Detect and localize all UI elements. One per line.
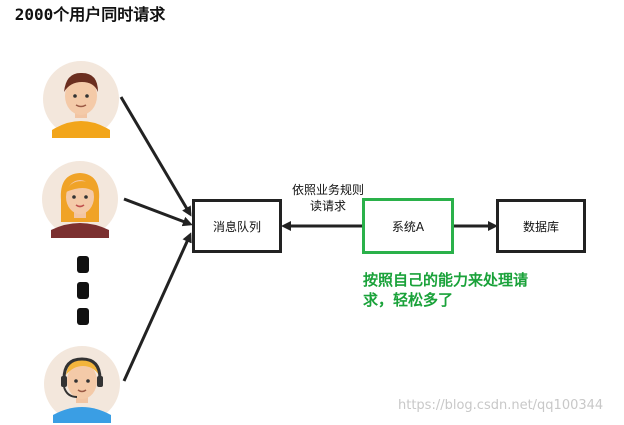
watermark: https://blog.csdn.net/qq100344 bbox=[398, 398, 604, 413]
headset-user-avatar-icon bbox=[44, 346, 120, 423]
user2-to-queue-arrow bbox=[123, 197, 193, 227]
read-request-label: 依照业务规则读请求 bbox=[291, 183, 364, 213]
vertical-dots-icon bbox=[77, 282, 89, 299]
database-node: 数据库 bbox=[496, 199, 586, 253]
diagram-title: 2000个用户同时请求 bbox=[14, 5, 166, 24]
message-queue-node: 消息队列 bbox=[192, 199, 282, 253]
female-user-avatar-icon bbox=[42, 161, 118, 238]
user3-to-queue-arrow bbox=[122, 232, 192, 382]
process-note: 按照自己的能力来处理请求，轻松多了 bbox=[363, 271, 529, 309]
system-a-node: 系统A bbox=[362, 198, 454, 254]
vertical-dots-icon bbox=[77, 256, 89, 273]
user1-to-queue-arrow bbox=[119, 96, 192, 217]
male-user-avatar-icon bbox=[43, 61, 119, 138]
vertical-dots-icon bbox=[77, 308, 89, 325]
